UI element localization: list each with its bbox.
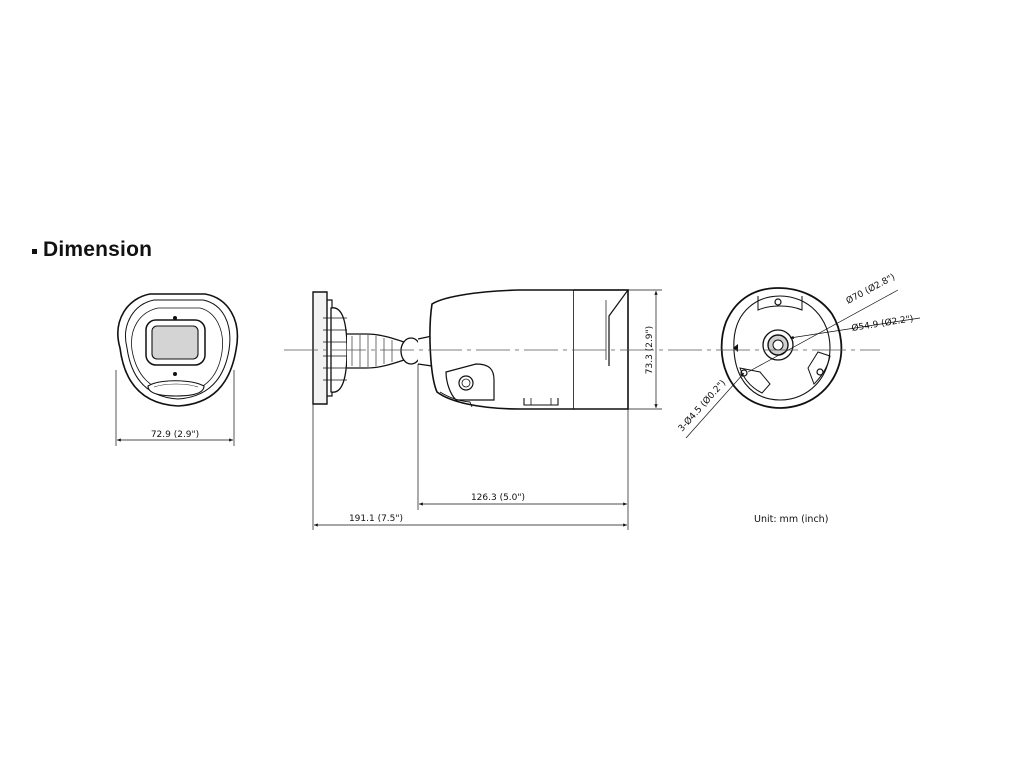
- inner-diameter-label: Ø54.9 (Ø2.2"): [851, 313, 914, 334]
- front-width-label: 72.9 (2.9"): [151, 430, 199, 440]
- front-view: [117, 293, 239, 407]
- base-view: [720, 287, 843, 409]
- total-length-label: 191.1 (7.5"): [349, 514, 403, 524]
- height-label: 73.3 (2.9"): [645, 326, 655, 374]
- dimension-lines: [115, 289, 921, 530]
- bullet-icon: [32, 248, 37, 254]
- mount-holes-label: 3-Ø4.5 (Ø0.2"): [676, 378, 728, 434]
- base-diameter-label: Ø70 (Ø2.8"): [844, 272, 897, 307]
- side-view: [312, 289, 630, 410]
- section-title: Dimension: [43, 238, 153, 261]
- section-heading: Dimension: [32, 238, 152, 262]
- unit-note: Unit: mm (inch): [754, 514, 828, 525]
- body-length-label: 126.3 (5.0"): [471, 493, 525, 503]
